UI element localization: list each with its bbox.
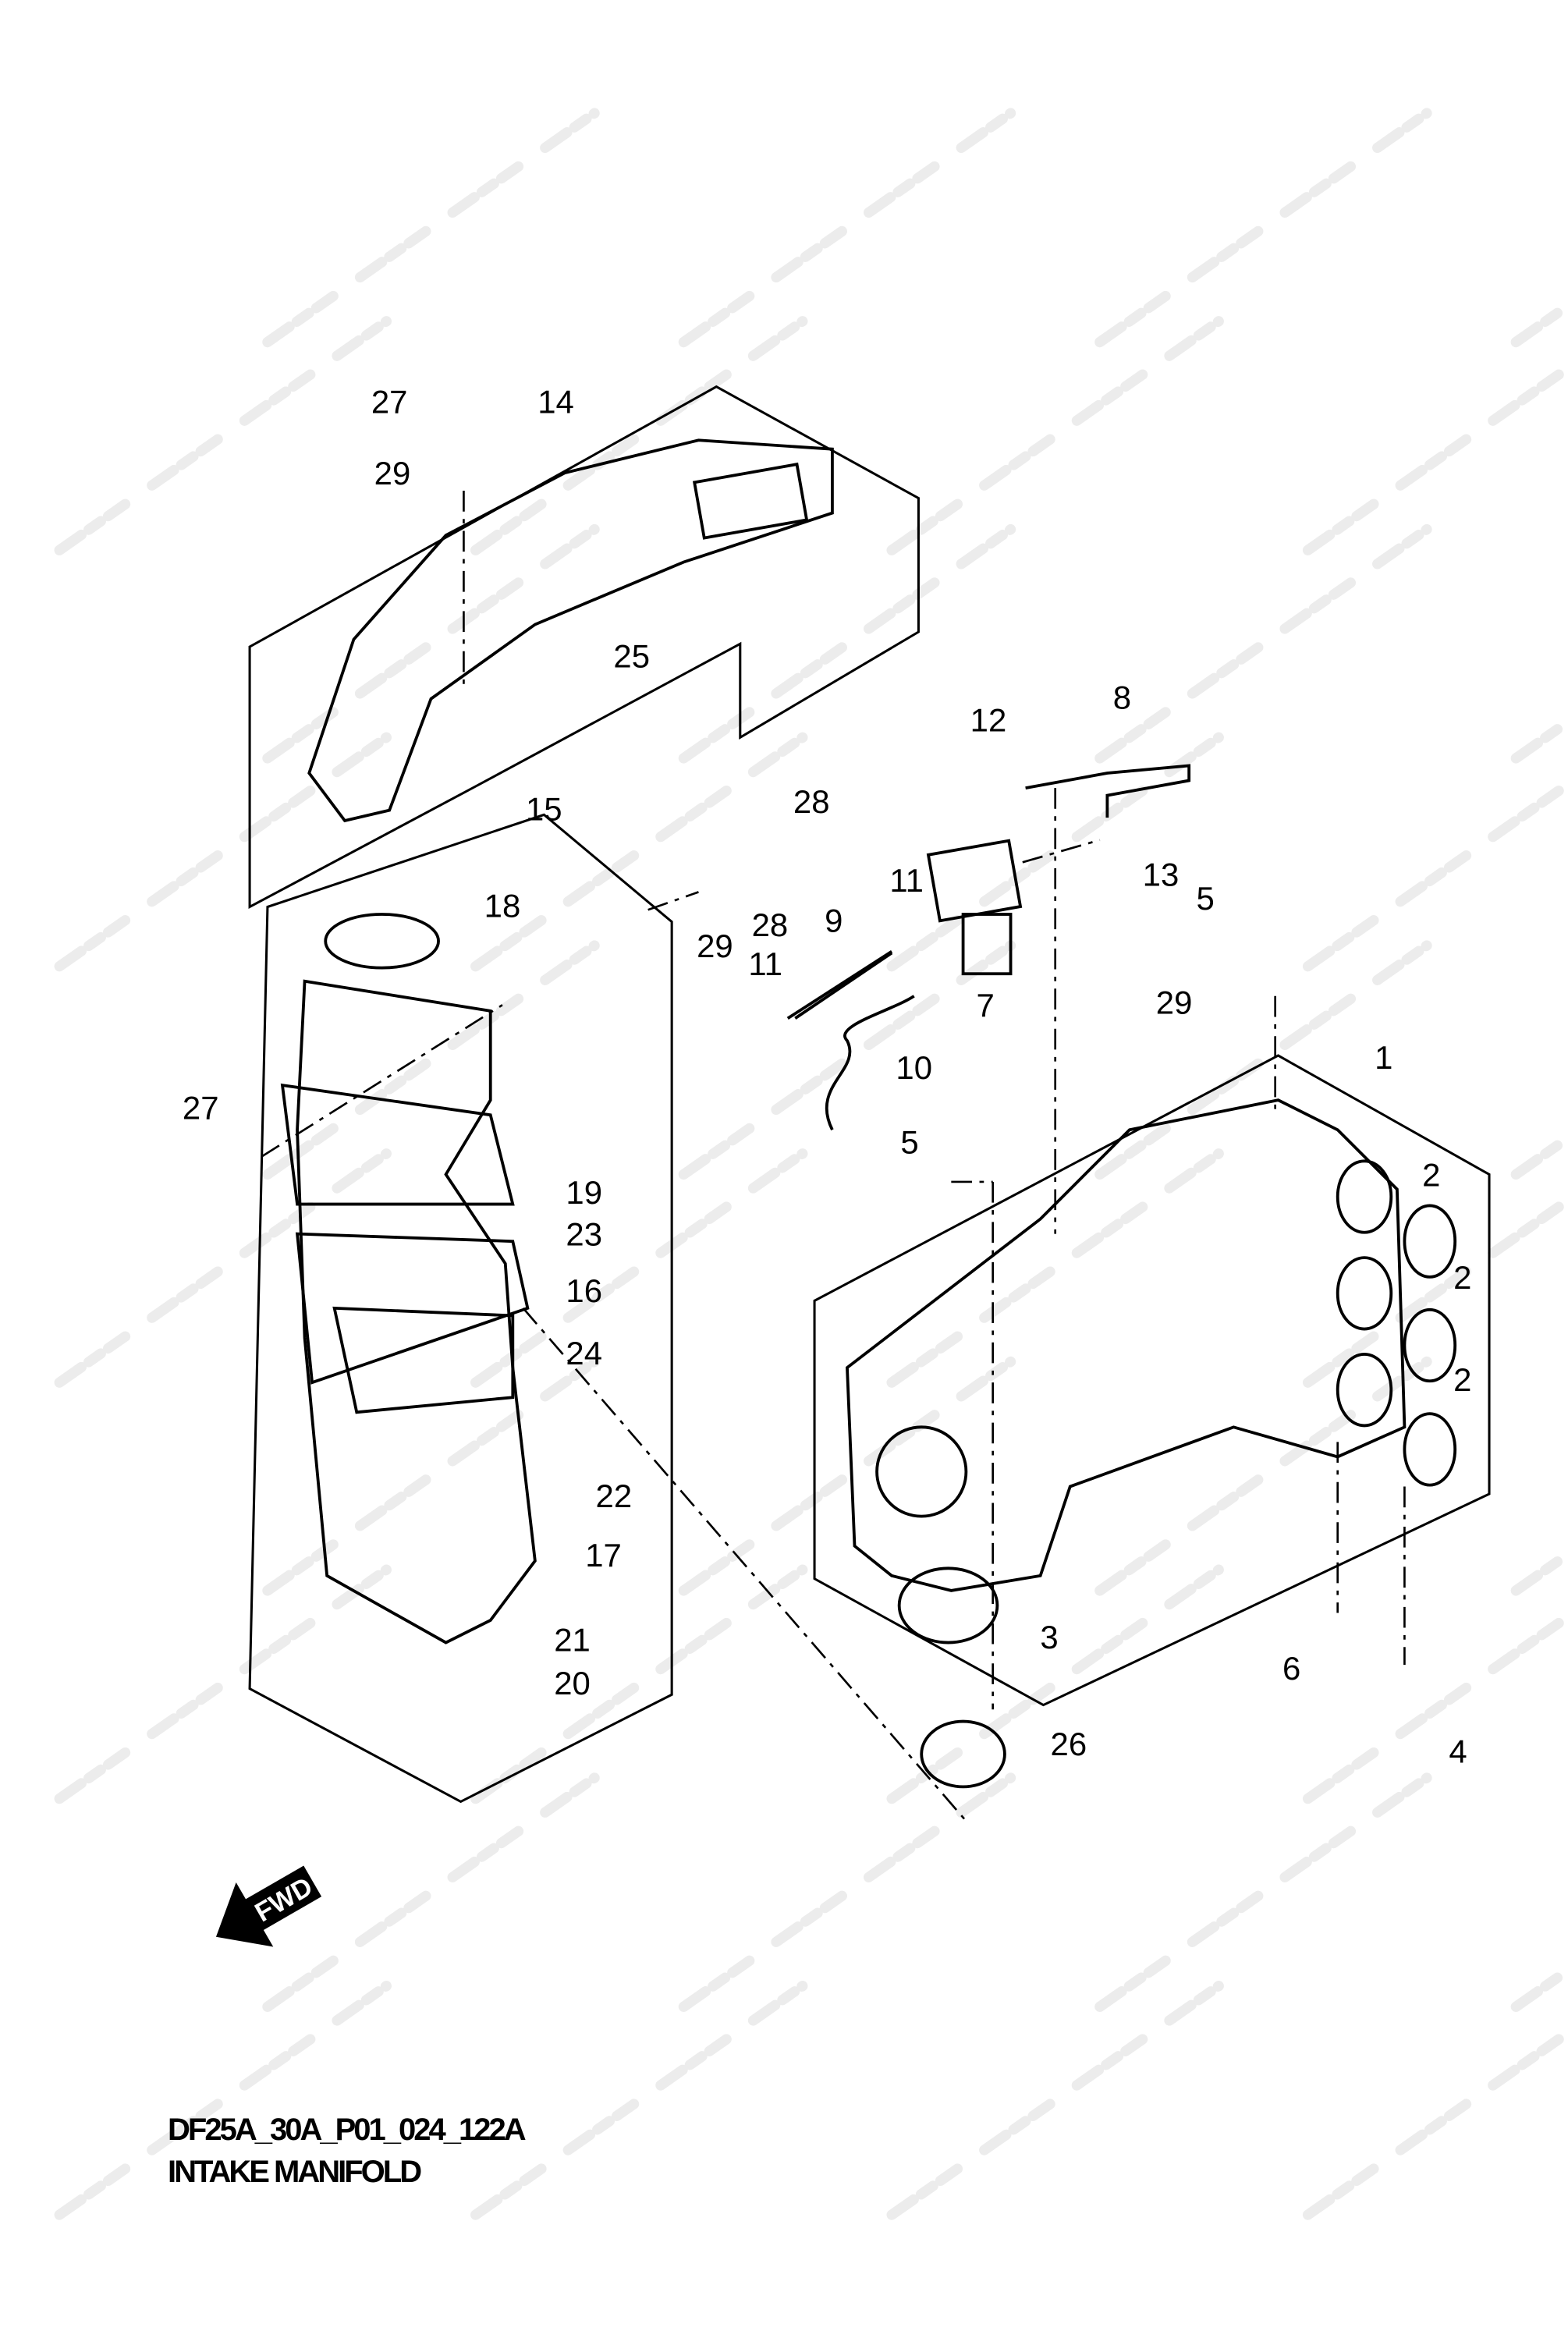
watermark-mark	[470, 1564, 808, 1804]
callout-10: 10	[896, 1049, 932, 1086]
watermark-layer	[54, 108, 1566, 2220]
watermark-mark	[1510, 305, 1566, 348]
callout-2: 2	[1422, 1156, 1440, 1193]
watermark-mark	[1510, 722, 1566, 764]
watermark-mark	[470, 316, 808, 555]
callout-20: 20	[554, 1665, 591, 1701]
watermark-mark	[1510, 1554, 1566, 1596]
watermark-mark	[886, 1148, 1224, 1388]
callout-27: 27	[371, 384, 408, 420]
callout-29: 29	[697, 928, 733, 964]
watermark-mark	[1302, 367, 1566, 555]
watermark-mark	[1094, 108, 1432, 348]
watermark-mark	[262, 523, 600, 764]
callout-5: 5	[900, 1123, 918, 1160]
callout-4: 4	[1449, 1733, 1467, 1770]
callout-24: 24	[566, 1335, 602, 1371]
callout-27: 27	[183, 1090, 219, 1126]
watermark-mark	[262, 1772, 600, 2013]
watermark-mark	[262, 940, 600, 1180]
watermark-mark	[1094, 940, 1432, 1180]
intake-manifold-part	[846, 1098, 1407, 1592]
callout-11: 11	[889, 862, 924, 899]
air-duct-group-box	[248, 385, 920, 910]
callout-11: 11	[748, 946, 782, 982]
watermark-mark	[54, 1148, 392, 1388]
callout-3: 3	[1040, 1619, 1058, 1655]
watermark-mark	[470, 1981, 808, 2220]
silencer-part	[280, 913, 537, 1644]
callout-15: 15	[526, 791, 562, 828]
dashed-leader-lines	[261, 491, 1406, 1822]
watermark-mark	[678, 108, 1016, 348]
watermark-mark	[1302, 784, 1566, 972]
diagram-code: DF25A_30A_P01_024_122A	[168, 2113, 527, 2147]
callout-23: 23	[566, 1216, 602, 1253]
watermark-mark	[886, 1981, 1224, 2220]
watermark-mark	[262, 1356, 600, 1596]
air-duct-part	[307, 438, 834, 823]
watermark-mark	[54, 732, 392, 972]
watermark-mark	[886, 1564, 1224, 1804]
callout-7: 7	[977, 987, 995, 1024]
watermark-mark	[1302, 2032, 1566, 2220]
diagram-title: INTAKE MANIFOLD	[168, 2155, 422, 2189]
callout-28: 28	[752, 906, 789, 943]
callout-21: 21	[554, 1622, 591, 1659]
watermark-mark	[1510, 1137, 1566, 1180]
watermark-mark	[1510, 1970, 1566, 2013]
callout-22: 22	[596, 1478, 633, 1514]
gaskets	[897, 1204, 1457, 1789]
watermark-mark	[678, 940, 1016, 1180]
watermark-mark	[470, 1148, 808, 1388]
watermark-mark	[54, 316, 392, 555]
watermark-mark	[1094, 1772, 1432, 2013]
watermark-mark	[1094, 1356, 1432, 1596]
manifold-group-box	[813, 1054, 1491, 1707]
callout-17: 17	[585, 1537, 622, 1574]
callout-14: 14	[537, 384, 574, 420]
watermark-mark	[1302, 1200, 1566, 1388]
callout-1: 1	[1375, 1039, 1392, 1076]
callout-19: 19	[566, 1174, 602, 1211]
callout-8: 8	[1113, 679, 1131, 716]
watermark-mark	[54, 1981, 392, 2220]
watermark-mark	[678, 1356, 1016, 1596]
callout-6: 6	[1282, 1650, 1300, 1687]
callout-29: 29	[1156, 984, 1193, 1020]
callout-25: 25	[613, 637, 650, 674]
fwd-arrow-icon: FWD	[215, 1865, 322, 1947]
callout-2: 2	[1453, 1361, 1471, 1398]
callout-2: 2	[1453, 1259, 1471, 1296]
callout-26: 26	[1051, 1726, 1087, 1762]
watermark-mark	[678, 523, 1016, 764]
callout-29: 29	[374, 455, 411, 491]
callout-5: 5	[1196, 880, 1214, 917]
silencer-group-box	[248, 813, 673, 1804]
callout-16: 16	[566, 1272, 602, 1309]
watermark-mark	[678, 1772, 1016, 2013]
watermark-mark	[886, 732, 1224, 972]
callout-9: 9	[825, 903, 843, 939]
callout-13: 13	[1143, 856, 1180, 892]
watermark-mark	[262, 108, 600, 348]
watermark-mark	[1094, 523, 1432, 764]
valve-and-hoses	[786, 764, 1191, 1131]
callout-18: 18	[484, 887, 521, 924]
watermark-mark	[470, 732, 808, 972]
watermark-mark	[54, 1564, 392, 1804]
callout-12: 12	[970, 701, 1007, 738]
watermark-mark	[886, 316, 1224, 555]
callout-28: 28	[793, 783, 830, 820]
watermark-mark	[1302, 1616, 1566, 1804]
